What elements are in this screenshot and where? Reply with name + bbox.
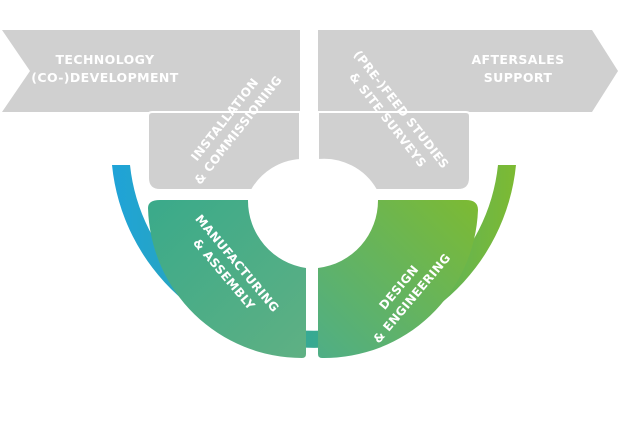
right-banner-label-line1: AFTERSALES bbox=[471, 52, 564, 67]
quadrant-installation bbox=[147, 111, 301, 191]
right-banner-label-line2: SUPPORT bbox=[484, 70, 553, 85]
right-banner-shape bbox=[318, 30, 618, 112]
quadrant-feed-studies bbox=[317, 111, 471, 191]
quadrant-design bbox=[318, 200, 478, 359]
left-banner-shape bbox=[2, 30, 300, 112]
ring-label: PROJECT MANAGEMENT bbox=[249, 368, 380, 387]
quadrant-manufacturing bbox=[148, 200, 306, 358]
left-banner-label-line2: (CO-)DEVELOPMENT bbox=[31, 70, 179, 85]
left-banner-label-line1: TECHNOLOGY bbox=[56, 52, 156, 67]
